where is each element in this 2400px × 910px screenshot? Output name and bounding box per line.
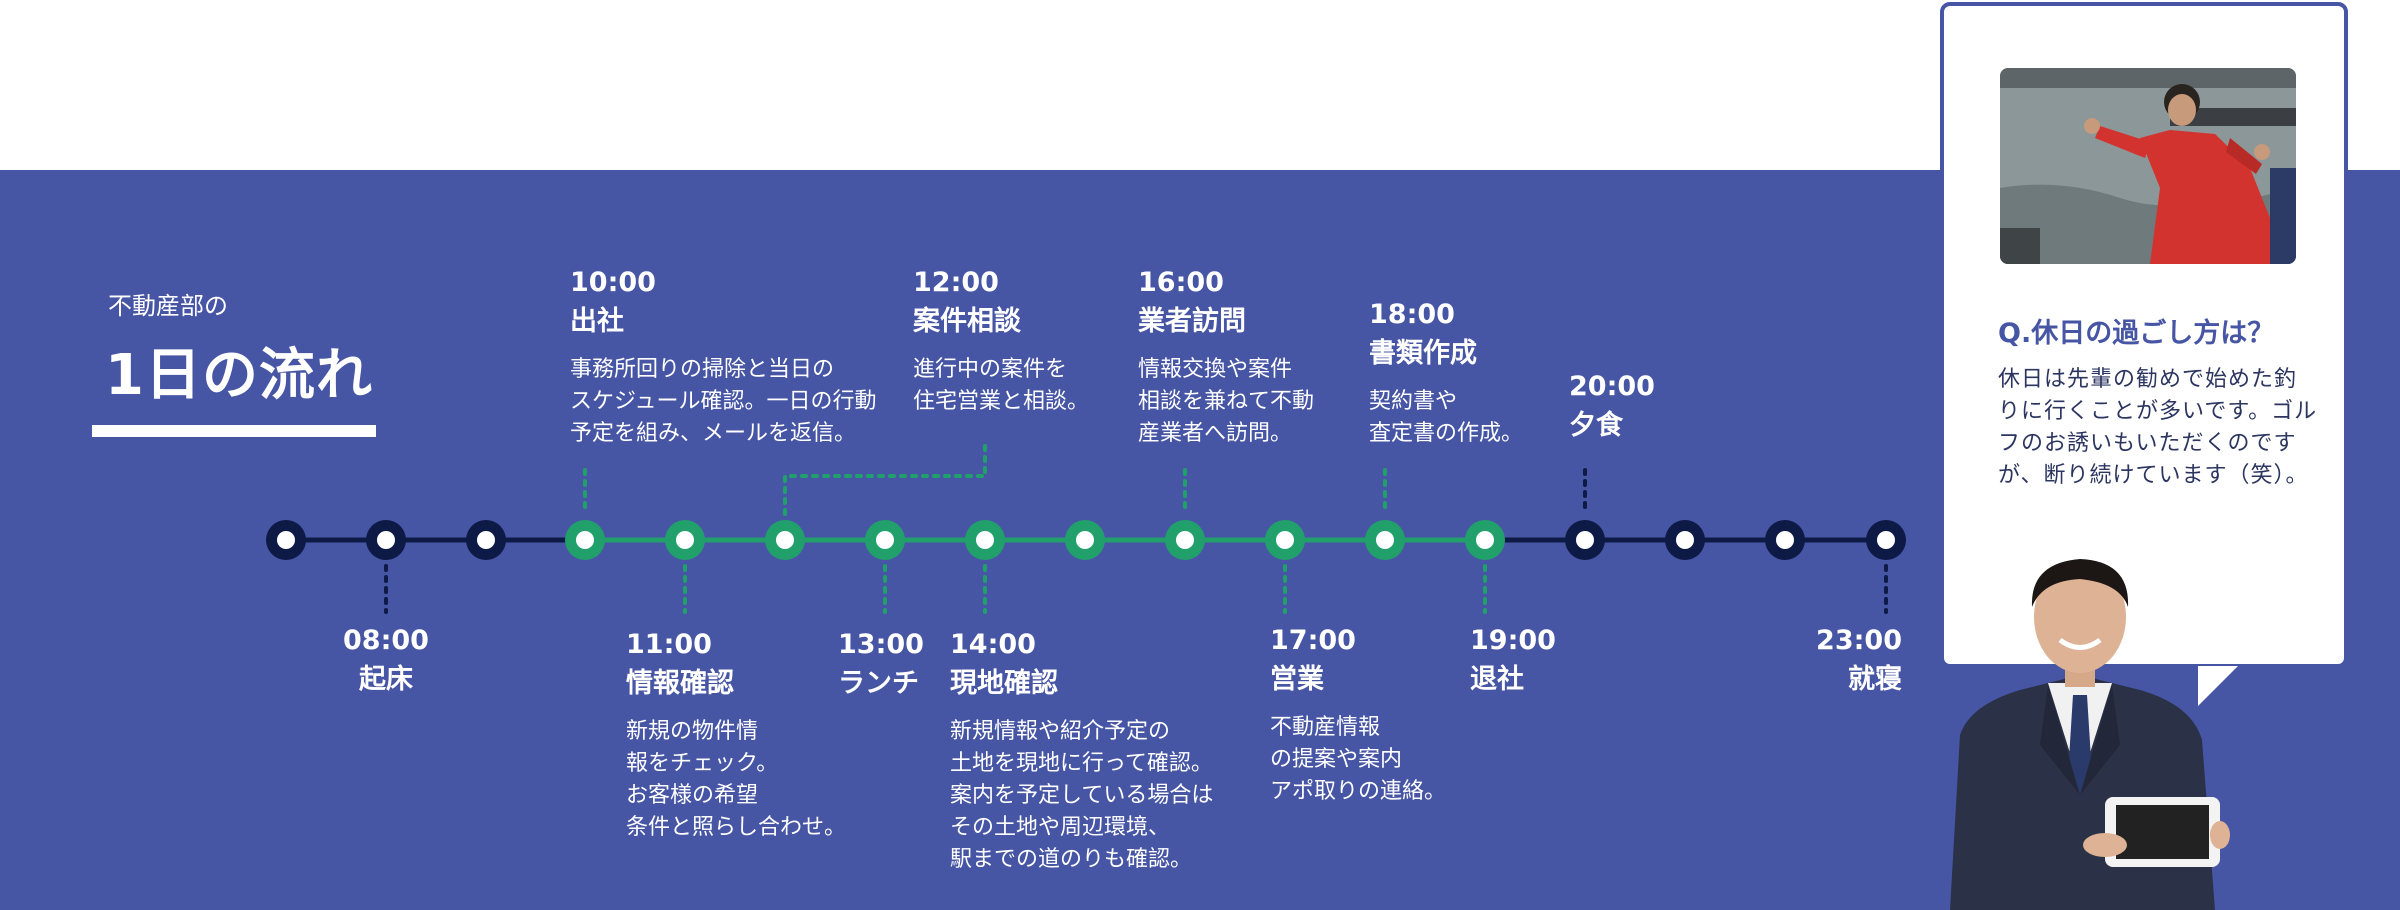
- event-1800: 18:00 書類作成 契約書や 査定書の作成。: [1369, 298, 1523, 450]
- node-1800: [1365, 520, 1405, 560]
- node-1000: [565, 520, 605, 560]
- event-1900: 19:00 退社: [1470, 624, 1556, 698]
- section-subtitle: 不動産部の: [108, 292, 228, 320]
- event-1100: 11:00 情報確認 新規の物件情 報をチェック。 お客様の希望 条件と照らし合…: [626, 628, 846, 844]
- node-1500: [1065, 520, 1105, 560]
- event-name: 書類作成: [1369, 338, 1477, 369]
- event-name: 就寝: [1848, 664, 1902, 695]
- event-name: 営業: [1270, 664, 1324, 695]
- event-name: 情報確認: [626, 668, 734, 699]
- event-time: 08:00: [343, 625, 429, 656]
- event-time: 14:00: [950, 629, 1036, 660]
- node-1400: [965, 520, 1005, 560]
- event-name: 案件相談: [913, 306, 1021, 337]
- node-1130: [765, 520, 805, 560]
- event-name: ランチ: [838, 668, 919, 699]
- event-desc: 事務所回りの掃除と当日の スケジュール確認。一日の行動 予定を組み、メールを返信…: [570, 357, 877, 446]
- node-1700: [1265, 520, 1305, 560]
- event-time: 11:00: [626, 629, 712, 660]
- event-time: 16:00: [1138, 267, 1224, 298]
- event-1000: 10:00 出社 事務所回りの掃除と当日の スケジュール確認。一日の行動 予定を…: [570, 266, 876, 450]
- event-time: 17:00: [1270, 625, 1356, 656]
- connector-1200: [783, 443, 987, 516]
- event-name: 現地確認: [950, 668, 1058, 699]
- event-time: 23:00: [1816, 625, 1902, 656]
- event-time: 20:00: [1569, 371, 1655, 402]
- event-desc: 契約書や 査定書の作成。: [1369, 389, 1524, 446]
- event-time: 19:00: [1470, 625, 1556, 656]
- event-desc: 新規情報や紹介予定の 土地を現地に行って確認。 案内を予定している場合は その土…: [950, 719, 1214, 872]
- event-time: 10:00: [570, 267, 656, 298]
- event-name: 夕食: [1569, 410, 1623, 441]
- timeline-nodes: [266, 520, 1906, 560]
- node-1100: [665, 520, 705, 560]
- node-1600: [1165, 520, 1205, 560]
- staff-portrait: [1950, 559, 2230, 910]
- section-title: 1日の流れ: [105, 343, 373, 408]
- event-time: 12:00: [913, 267, 999, 298]
- event-2300: 23:00 就寝: [1800, 624, 1902, 698]
- node-2000: [1565, 520, 1605, 560]
- connectors-below: [384, 564, 1888, 614]
- node-2100: [1665, 520, 1705, 560]
- speech-bubble-tail: [2198, 666, 2238, 706]
- event-desc: 進行中の案件を 住宅営業と相談。: [913, 357, 1090, 414]
- node-1900: [1465, 520, 1505, 560]
- qa-card: Q.休日の過ごし方は？ 休日は先輩の勧めで始めた釣りに行くことが多いです。ゴルフ…: [1940, 2, 2348, 668]
- connectors-above: [583, 443, 1587, 516]
- node-2300: [1866, 520, 1906, 560]
- event-1700: 17:00 営業 不動産情報 の提案や案内 アポ取りの連絡。: [1270, 624, 1446, 808]
- event-desc: 新規の物件情 報をチェック。 お客様の希望 条件と照らし合わせ。: [626, 719, 847, 840]
- qa-answer: 休日は先輩の勧めで始めた釣りに行くことが多いです。ゴルフのお誘いもいただくのです…: [1998, 367, 2318, 488]
- qa-question: Q.休日の過ごし方は？: [1998, 318, 2275, 349]
- event-name: 退社: [1470, 664, 1524, 695]
- event-name: 業者訪問: [1138, 306, 1246, 337]
- node-0800: [366, 520, 406, 560]
- event-time: 13:00: [838, 629, 924, 660]
- event-desc: 情報交換や案件 相談を兼ねて不動 産業者へ訪問。: [1138, 357, 1315, 446]
- event-name: 出社: [570, 306, 624, 337]
- event-2000: 20:00 夕食: [1569, 370, 1655, 444]
- event-1300: 13:00 ランチ: [838, 628, 924, 702]
- node-0700: [266, 520, 306, 560]
- event-1400: 14:00 現地確認 新規情報や紹介予定の 土地を現地に行って確認。 案内を予定…: [950, 628, 1213, 876]
- event-1200: 12:00 案件相談 進行中の案件を 住宅営業と相談。: [913, 266, 1089, 418]
- holiday-photo: [2000, 68, 2296, 264]
- fishing-photo-illustration: [2000, 68, 2296, 264]
- event-0800: 08:00 起床: [326, 624, 446, 698]
- event-1600: 16:00 業者訪問 情報交換や案件 相談を兼ねて不動 産業者へ訪問。: [1138, 266, 1314, 450]
- event-time: 18:00: [1369, 299, 1455, 330]
- title-underline: [92, 425, 376, 437]
- node-1300: [865, 520, 905, 560]
- event-desc: 不動産情報 の提案や案内 アポ取りの連絡。: [1270, 715, 1447, 804]
- node-2200: [1765, 520, 1805, 560]
- event-name: 起床: [359, 664, 413, 695]
- node-0900: [466, 520, 506, 560]
